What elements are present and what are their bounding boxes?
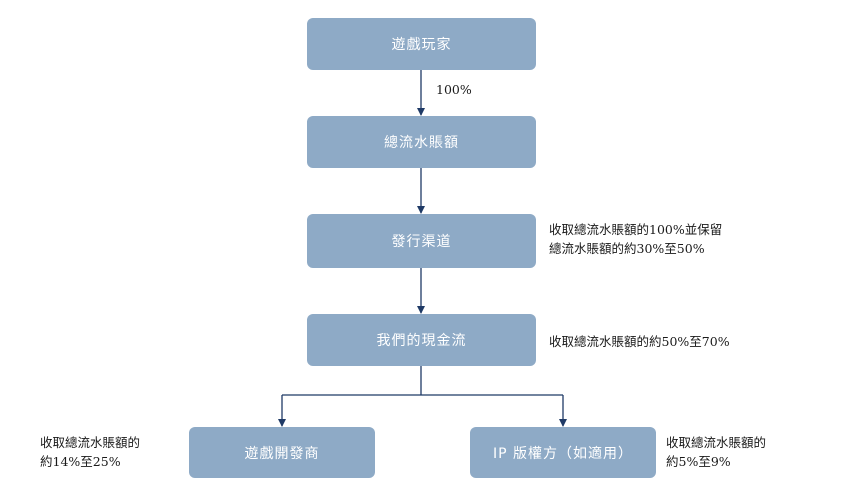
label-cash-flow-share: 收取總流水賬額的約50%至70%	[549, 334, 730, 349]
label-developers-share: 收取總流水賬額的 約14%至25%	[40, 433, 140, 471]
node-ip-licensors: IP 版權方（如適用）	[470, 427, 656, 478]
node-game-developers: 遊戲開發商	[189, 427, 375, 478]
node-our-cash-flow: 我們的現金流	[307, 314, 536, 366]
label-channels-line1: 收取總流水賬額的100%並保留	[549, 222, 723, 237]
label-players-to-billings: 100%	[436, 82, 472, 97]
label-channels-line2: 總流水賬額的約30%至50%	[549, 241, 705, 256]
node-gross-billings: 總流水賬額	[307, 116, 536, 168]
label-ip-line1: 收取總流水賬額的	[666, 435, 767, 450]
node-players: 遊戲玩家	[307, 18, 536, 70]
label-channels-share: 收取總流水賬額的100%並保留 總流水賬額的約30%至50%	[549, 220, 722, 258]
label-ip-line2: 約5%至9%	[666, 454, 731, 469]
label-ip-share: 收取總流水賬額的 約5%至9%	[666, 433, 766, 471]
label-developers-line1: 收取總流水賬額的	[40, 435, 141, 450]
label-developers-line2: 約14%至25%	[40, 454, 121, 469]
node-distribution-channels: 發行渠道	[307, 214, 536, 268]
